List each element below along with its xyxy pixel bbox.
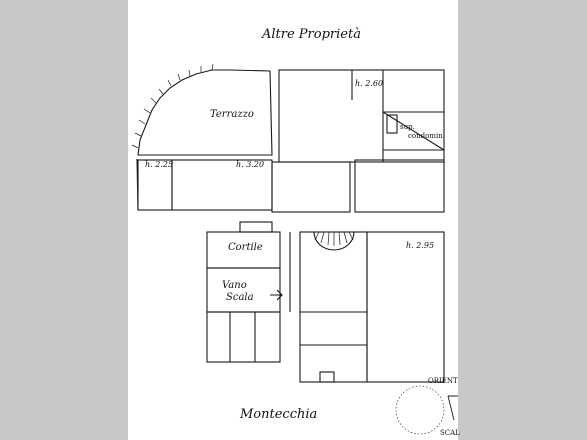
- drawing-sheet: [128, 0, 458, 440]
- sup-diagonal: [382, 111, 445, 151]
- room-upper-right: [278, 69, 445, 163]
- height-label-3: h. 3.20: [236, 160, 265, 169]
- room-right-mid: [354, 159, 445, 213]
- room-h295: [366, 231, 445, 383]
- entry-arrow: [270, 289, 283, 301]
- terrazzo-hatch: [131, 63, 214, 149]
- terrazzo-outline: [137, 69, 273, 156]
- stamp-seal: [395, 385, 445, 435]
- orientation-arrow: [447, 395, 458, 421]
- condominiale-label: condomin.: [408, 132, 445, 140]
- scala-label: Scala: [226, 292, 254, 303]
- height-label-4: h. 2.95: [406, 241, 435, 250]
- sup-label: sup.: [400, 123, 415, 131]
- scale-label: SCAL: [440, 429, 460, 437]
- top-label: Altre Proprietà: [262, 27, 361, 42]
- cortile-label: Cortile: [228, 242, 263, 253]
- height-label-2: h. 2.25: [145, 160, 174, 169]
- room-central-lower: [299, 231, 368, 383]
- height-label-1: h. 2.60: [355, 79, 384, 88]
- bottom-label: Montecchia: [240, 407, 318, 422]
- terrazzo-label: Terrazzo: [210, 109, 254, 120]
- orientation-label: ORIENT: [428, 377, 458, 385]
- vano-label: Vano: [222, 280, 247, 291]
